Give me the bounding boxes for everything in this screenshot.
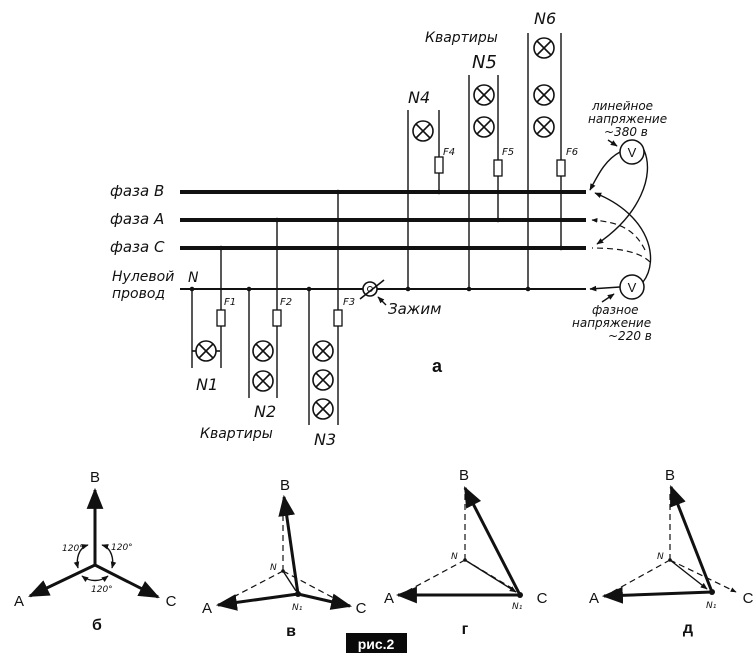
bus-label-phase-a: фаза A [110, 210, 164, 228]
fuse-f5 [493, 159, 503, 177]
lamp-icon [533, 37, 555, 59]
phasor-diagram-d: B A C N N₁ д [589, 467, 754, 637]
apartment-number-n4: N4 [408, 88, 430, 107]
shifted-neutral-label: N₁ [706, 601, 717, 611]
clamp-pointer [377, 296, 387, 306]
phase-voltage-value: ~220 в [608, 329, 652, 343]
apartments-label-top: Квартиры [425, 30, 498, 46]
fuse-label-f2: F2 [280, 297, 292, 308]
phasor-diagram-v: B A C N N₁ в [202, 477, 367, 640]
lamp-icon [533, 116, 555, 138]
apartment-n5: F5 N5 [466, 52, 514, 292]
panel-label-a: а [432, 356, 443, 376]
probe-lead-b-return [594, 192, 652, 283]
voltmeter-phase-voltage: V [619, 274, 645, 300]
apartment-number-n1: N1 [196, 375, 218, 394]
clamp-label: Зажим [388, 300, 441, 318]
vertex-a: A [589, 590, 599, 607]
vertex-c: C [166, 593, 177, 610]
bus-label-phase-b: фаза B [110, 182, 164, 200]
lamp-icon [533, 84, 555, 106]
apartment-n2: F2 N2 [246, 217, 292, 421]
neutral-label-line1: Нулевой [112, 269, 174, 285]
fuse-f1 [216, 309, 226, 327]
phasor-diagram-g: B A C N N₁ г [384, 467, 548, 638]
panel-label-v: в [286, 623, 296, 640]
vertex-b: B [459, 467, 469, 484]
voltmeter-line-voltage: V [619, 139, 645, 165]
vertex-a: A [202, 600, 212, 617]
probe-lead-phase-c [596, 149, 649, 245]
apartment-number-n6: N6 [534, 9, 556, 28]
fuse-label-f4: F4 [443, 147, 455, 158]
lamp-icon [473, 116, 495, 138]
svg-text:V: V [628, 145, 637, 160]
vertex-b: B [90, 469, 100, 486]
lamp-icon [412, 120, 434, 142]
vertex-c: C [537, 590, 548, 607]
phase-voltage-label-1: фазное [592, 303, 639, 317]
fuse-f3 [333, 309, 343, 327]
vertex-c: C [356, 600, 367, 617]
fuse-f2 [272, 309, 282, 327]
neutral-label-line2: провод [112, 286, 165, 302]
vertex-a: A [384, 590, 394, 607]
neutral-label: N [657, 552, 664, 562]
angle-label-3: 120° [91, 585, 113, 595]
svg-text:V: V [628, 280, 637, 295]
lamp-icon [192, 340, 220, 362]
apartment-n6: F6 N6 [525, 9, 578, 292]
fuse-label-f3: F3 [343, 297, 355, 308]
vertex-b: B [665, 467, 675, 484]
lamp-icon [473, 84, 495, 106]
panel-label-g: г [462, 621, 469, 638]
apartment-n1: F1 N1 [189, 245, 236, 394]
apartment-number-n5: N5 [472, 52, 497, 73]
fuse-label-f5: F5 [502, 147, 514, 158]
vertex-a: A [14, 593, 24, 610]
apartment-number-n3: N3 [314, 430, 336, 449]
fuse-f6 [556, 159, 566, 177]
line-voltage-value: ~380 в [604, 125, 648, 139]
lamp-icon [252, 340, 274, 362]
shifted-neutral-label: N₁ [292, 603, 303, 613]
panel-label-b: б [92, 617, 102, 634]
panel-label-d: д [683, 620, 693, 637]
phasor-diagram-b: B A C 120° 120° 120° б [14, 469, 177, 634]
vertex-c: C [743, 590, 754, 607]
apartment-n3: F3 N3 [306, 189, 355, 449]
probe-lead-phase-b [589, 151, 621, 191]
lamp-icon [312, 340, 334, 362]
neutral-label: N [270, 563, 277, 573]
vertex-b: B [280, 477, 290, 494]
fuse-label-f6: F6 [566, 147, 578, 158]
probe-lead-neutral [589, 285, 621, 292]
shifted-neutral-label: N₁ [512, 602, 523, 612]
line-voltage-label-1: линейное [591, 99, 653, 113]
lamp-icon [312, 369, 334, 391]
lamp-icon [252, 370, 274, 392]
angle-label-2: 120° [111, 543, 133, 553]
neutral-label: N [451, 552, 458, 562]
bus-label-phase-c: фаза C [110, 238, 165, 256]
circuit-diagram: фаза B фаза A фаза C Нулевой провод N За… [110, 9, 667, 449]
fuse-f4 [434, 156, 444, 174]
lamp-icon [312, 398, 334, 420]
clamp-icon [359, 279, 385, 300]
neutral-symbol: N [188, 270, 199, 286]
fuse-label-f1: F1 [224, 297, 236, 308]
line-voltage-label-2: напряжение [588, 112, 667, 126]
angle-label-1: 120° [62, 544, 84, 554]
apartment-number-n2: N2 [254, 402, 276, 421]
figure-caption: рис.2 [346, 633, 407, 653]
phase-voltage-label-2: напряжение [572, 316, 651, 330]
apartment-n4: F4 N4 [405, 88, 455, 292]
apartments-label-bottom: Квартиры [200, 426, 273, 442]
svg-text:рис.2: рис.2 [358, 636, 395, 652]
